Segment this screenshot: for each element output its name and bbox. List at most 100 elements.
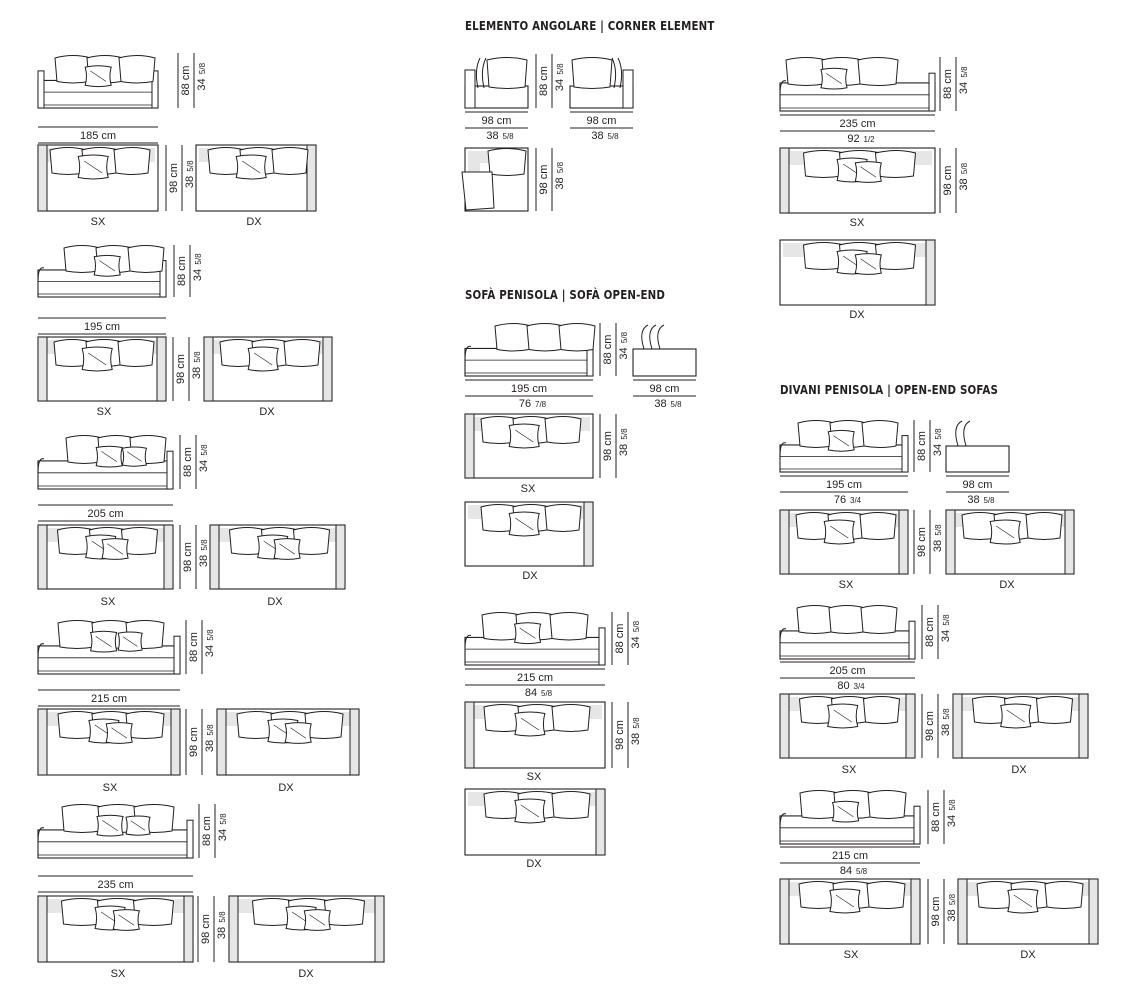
height-inch-fraction: 5/8 [632,717,641,729]
pillow-crease [88,352,107,366]
section-title-sofa-open-end: SOFÀ PENISOLA | SOFÀ OPEN-END [465,287,666,302]
back-cushion [549,612,589,641]
pillow-crease [242,160,261,174]
height-inch-fraction: 5/8 [218,911,227,923]
back-cushion [117,339,155,367]
sx-label: SX [839,579,854,591]
dx-label: DX [1020,949,1036,961]
open-end-215-plan-sx [464,701,606,769]
dx-label: DX [298,968,314,980]
dx-label: DX [298,968,314,980]
divani-205-plan-sx [779,693,916,759]
height-inch-fraction: 5/8 [194,253,203,265]
armrest-right [910,878,921,945]
height-inch-fraction: 5/8 [934,428,943,440]
open-end-195-plan-dx [464,501,594,567]
sofa-205-plan-sx [37,524,174,590]
width-inch-label: 84 [525,687,537,699]
sx-label: SX [521,483,536,495]
height-inch-label: 38 [932,540,944,552]
height-cm-label: 98 cm [916,527,928,557]
width-cm-label: 205 cm [829,665,865,677]
width-cm-label: 195 cm [826,479,862,491]
back-cushion [558,323,596,352]
width-inch-fraction: 1/2 [864,135,876,144]
armrest-right [928,72,936,112]
back-cushion [118,55,156,84]
height-inch-fraction: 5/8 [942,614,951,626]
dx-label: DX [267,596,283,608]
dx-label: DX [999,579,1015,591]
width-inch-fraction: 5/8 [671,400,683,409]
height-cm-label: 88 cm [182,447,194,477]
height-inch-fraction: 5/8 [620,331,629,343]
corner-element-front-dx [569,57,634,109]
pillow-crease [520,717,540,731]
divani-215-front [779,790,921,845]
armrest-left [779,509,790,575]
height-cm-label: 98 cm [602,431,614,461]
pillow-crease [84,160,103,174]
armrest-right [1088,878,1099,945]
back-cushion [251,898,294,926]
pillow-crease [279,543,296,555]
sofa-235-right-plan-dx [779,239,936,306]
height-inch-label: 38 [554,177,566,189]
height-inch-fraction: 5/8 [934,524,943,536]
height-inch-label: 34 [630,636,642,648]
back-cushion [860,605,898,634]
armrest-left [464,701,475,769]
armrest-left [37,895,48,963]
divani-215-plan-dx [957,878,1099,945]
armrest-right [335,524,346,590]
divani-195-plan-sx [779,509,909,575]
armrest-left [209,524,220,590]
sofa-185-front [37,55,159,109]
width-inch-label: 38 [591,130,603,142]
height-cm-label: 88 cm [916,431,928,461]
pillow-crease [519,627,536,639]
width-cm-label: 195 cm [84,321,120,333]
open-end-195-plan-sx [464,413,594,479]
sx-label: SX [101,596,116,608]
sofa-215-plan-dx [216,708,360,776]
back-cushion [283,339,321,367]
back-cushion [486,57,528,89]
sx-label: SX [839,579,854,591]
back-cushion [494,323,532,352]
back-cushion [1044,881,1084,909]
sx-label: SX [521,483,536,495]
armrest-left [37,524,48,590]
height-cm-label: 88 cm [176,256,188,286]
height-cm-label: 88 cm [930,802,942,832]
chaise-curve [37,827,45,842]
back-cushion [60,898,103,926]
armrest-right [595,788,606,856]
height-cm-label: 98 cm [930,897,942,927]
dx-label: DX [526,858,542,870]
open-end-215-plan-dx [464,788,606,856]
pillow-crease [833,435,850,447]
sofa-base [779,630,916,660]
width-cm-label: 98 cm [650,383,680,395]
height-inch-label: 38 [940,724,952,736]
armrest-left [957,878,968,945]
armrest-left [779,878,790,945]
sofa-215-front [37,620,181,675]
armrest-left [464,413,475,479]
side-cushion [641,324,665,350]
back-cushion [526,323,564,352]
